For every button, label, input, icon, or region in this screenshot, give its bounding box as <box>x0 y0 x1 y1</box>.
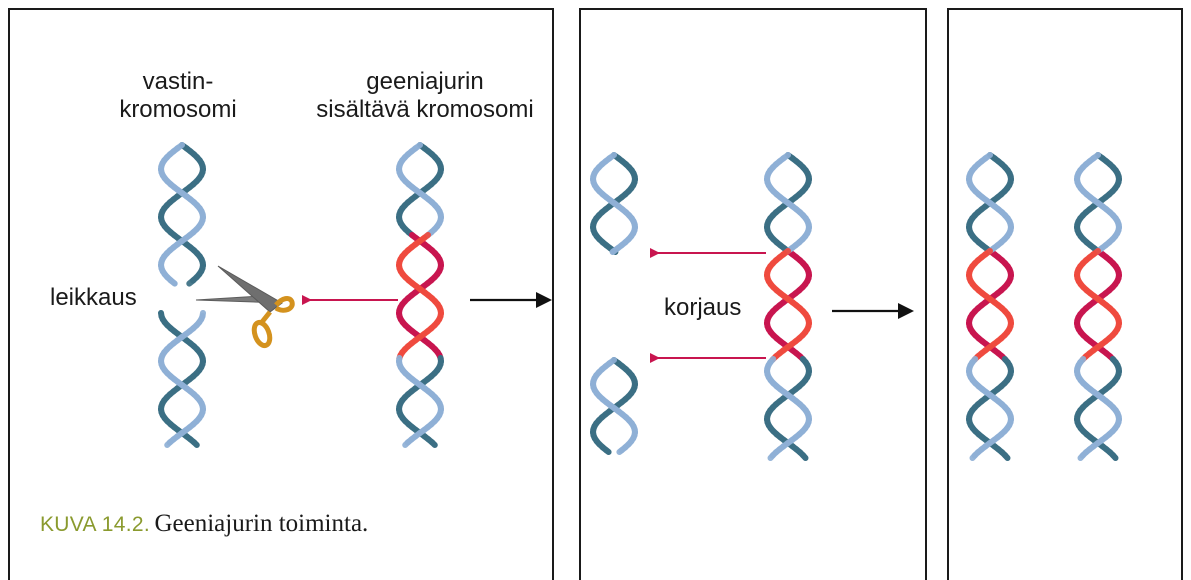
drive-chromosome-result-helix <box>1074 152 1122 461</box>
panel-repair <box>579 8 927 580</box>
drive-chromosome-label: geeniajurin sisältävä kromosomi <box>300 68 550 124</box>
drive-label-line2: sisältävä kromosomi <box>316 96 534 123</box>
step-arrow-2 <box>832 303 914 319</box>
homolog-chromosome-label: vastin- kromosomi <box>108 68 248 124</box>
cut-label: leikkaus <box>50 284 137 311</box>
homolog-label-line2: kromosomi <box>119 96 237 123</box>
converted-homolog-helix <box>966 152 1014 461</box>
drive-chromosome-helix <box>396 142 444 448</box>
drive-chromosome-template-helix <box>764 152 812 461</box>
scissors-icon <box>195 265 295 349</box>
broken-homolog-upper-helix <box>590 152 638 255</box>
arrows <box>302 248 914 363</box>
helix-layer <box>158 142 1122 461</box>
caption-text: Geeniajurin toiminta. <box>154 510 369 537</box>
panel-cut <box>8 8 554 580</box>
step-arrow-1 <box>470 292 552 308</box>
repair-label: korjaus <box>664 294 742 321</box>
caption-prefix: KUVA 14.2. <box>40 513 151 536</box>
drive-label-line1: geeniajurin <box>366 68 484 95</box>
figure-caption: KUVA 14.2. Geeniajurin toiminta. <box>40 510 368 538</box>
homolog-label-line1: vastin- <box>142 68 214 95</box>
homolog-chromosome-helix <box>158 142 206 448</box>
broken-homolog-lower-helix <box>590 357 638 455</box>
